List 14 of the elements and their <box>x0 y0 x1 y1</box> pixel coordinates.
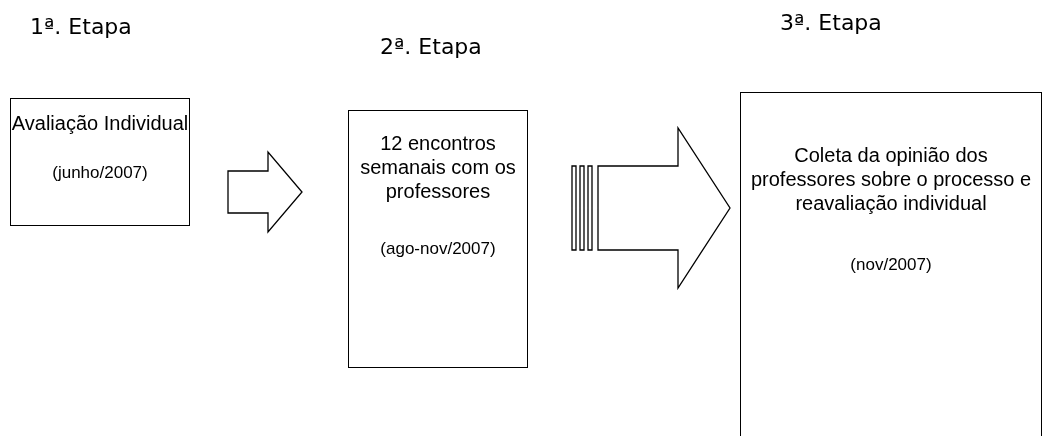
box-text: Avaliação Individual <box>11 111 189 135</box>
box-text: Coleta da opinião dos professores sobre o processo e reavaliação individual <box>749 143 1033 215</box>
stage-heading: 3ª. Etapa <box>780 10 882 35</box>
process-box <box>740 92 1042 436</box>
block-arrow <box>227 150 303 234</box>
date-text: (ago-nov/2007) <box>380 239 496 260</box>
stage-heading: 1ª. Etapa <box>30 14 132 39</box>
date-text: (nov/2007) <box>850 255 932 276</box>
box-text: 12 encontros semanais com os professores <box>359 131 517 203</box>
process-box <box>10 98 190 226</box>
process-box <box>348 110 528 368</box>
stage-heading: 2ª. Etapa <box>380 34 482 59</box>
date-text: (junho/2007) <box>52 163 148 184</box>
block-arrow <box>571 125 731 291</box>
